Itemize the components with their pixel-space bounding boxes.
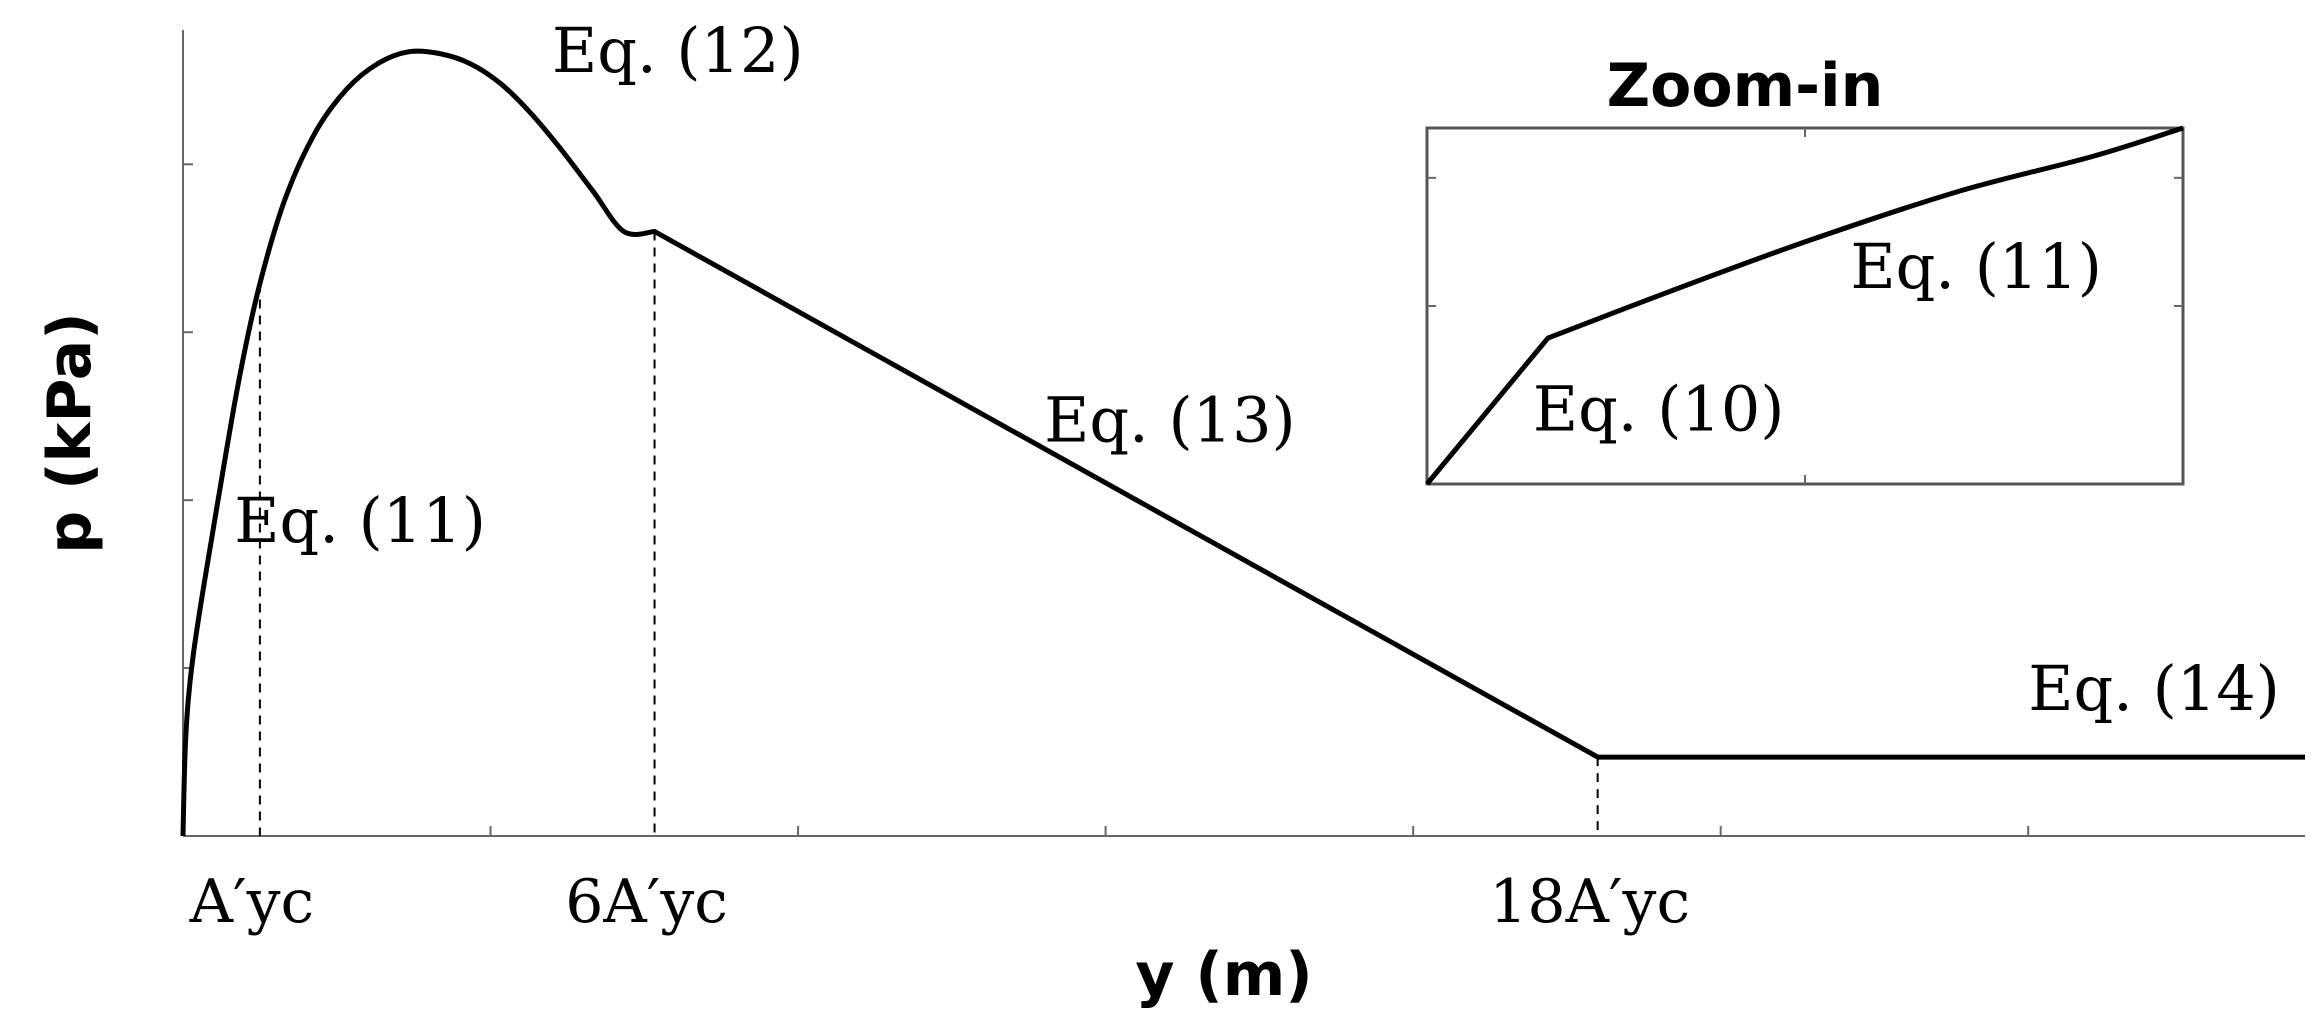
equation-label: Eq. (12) [552,14,804,87]
main-plot: A′yc 6A′yc 18A′yc y (m) p (kPa) Eq. (11) Eq. (… [35,14,2305,1010]
equation-label: Eq. (13) [1044,383,1296,456]
x-tick-label: A′yc [189,867,314,937]
zoom-equation-label: Eq. (11) [1850,230,2102,303]
zoom-curve [1425,125,2184,486]
pressure-curve [180,48,2305,837]
zoom-title: Zoom-in [1607,51,1884,121]
equation-label: Eq. (11) [234,484,486,557]
x-tick-label: 18A′yc [1489,867,1690,937]
y-axis-title: p (kPa) [35,312,105,553]
x-axis-title: y (m) [1135,940,1312,1010]
x-tick-label: 6A′yc [565,867,728,937]
equation-label: Eq. (14) [2028,652,2280,725]
zoom-equation-label: Eq. (10) [1533,373,1785,446]
